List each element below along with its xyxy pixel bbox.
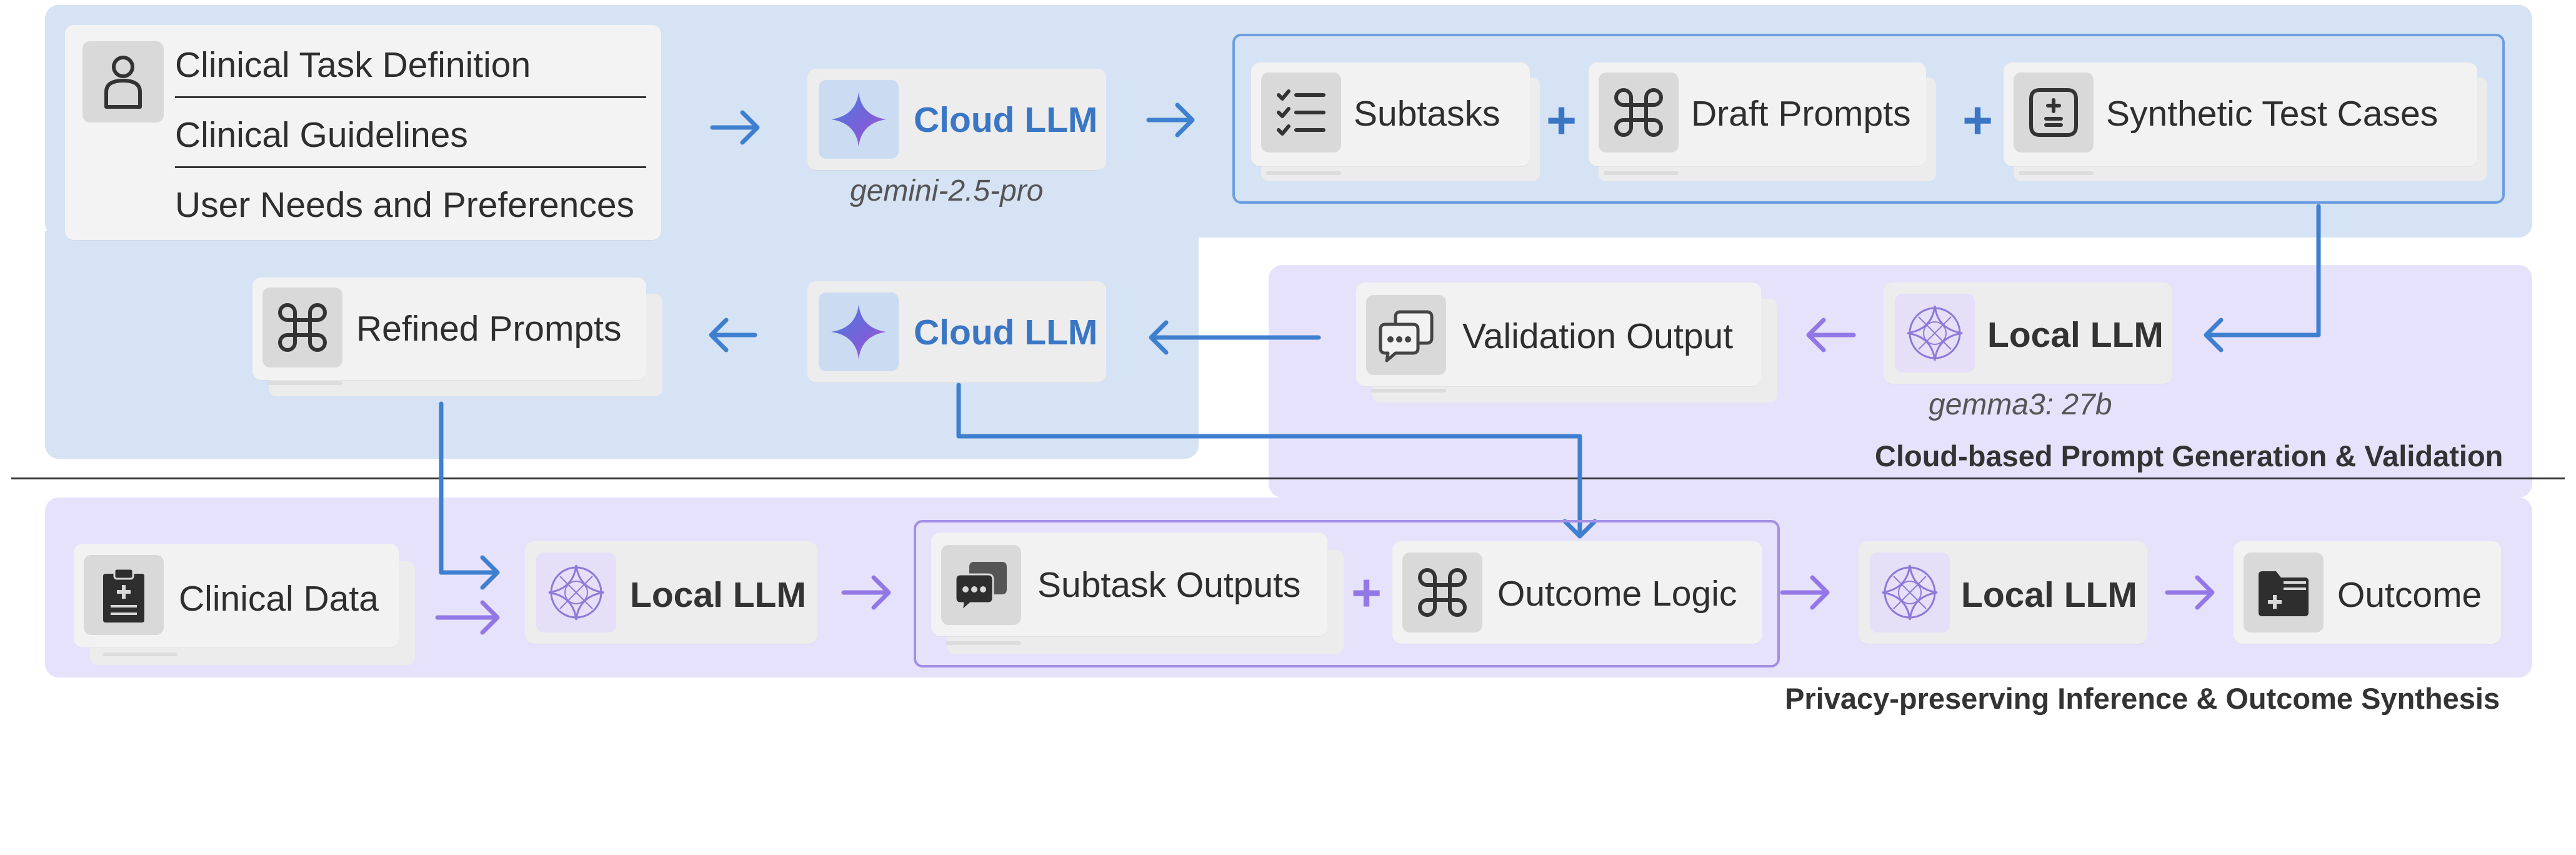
outcome-card: Outcome bbox=[2234, 541, 2501, 644]
outcome-logic-card: Outcome Logic bbox=[1392, 541, 1762, 644]
local-llm-model: gemma3: 27b bbox=[1929, 388, 2112, 421]
input-divider bbox=[175, 96, 646, 98]
arrow-local-llm-to-validation bbox=[1806, 318, 1856, 352]
sparkle-icon bbox=[819, 80, 899, 159]
clinical-data-card: Clinical Data bbox=[74, 544, 399, 656]
command-icon bbox=[1402, 552, 1482, 632]
local-llm-sparkle-icon bbox=[536, 552, 616, 632]
validation-output-label: Validation Output bbox=[1462, 316, 1734, 356]
validation-output-card: Validation Output bbox=[1356, 282, 1761, 392]
arrow-cloud-llm-to-group bbox=[1146, 102, 1195, 138]
subtask-outputs-card: Subtask Outputs bbox=[931, 532, 1327, 645]
local-llm-synthesis-node: Local LLM bbox=[1859, 541, 2147, 644]
cloud-llm-model: gemini-2.5-pro bbox=[850, 174, 1044, 208]
subtasks-card: Subtasks bbox=[1251, 62, 1530, 175]
clinical-data-label: Clinical Data bbox=[179, 579, 379, 619]
stack-indicator bbox=[2019, 171, 2094, 175]
checklist-icon bbox=[1261, 72, 1341, 152]
stack-indicator bbox=[1371, 389, 1446, 392]
sparkle-icon bbox=[819, 292, 899, 371]
refined-prompts-label: Refined Prompts bbox=[356, 309, 622, 349]
cloud-llm-node: Cloud LLM bbox=[807, 69, 1106, 170]
refined-prompts-card: Refined Prompts bbox=[252, 278, 646, 385]
local-llm-validation-label: Local LLM bbox=[1987, 315, 2164, 355]
command-icon bbox=[262, 288, 342, 368]
outcome-label: Outcome bbox=[2337, 575, 2482, 615]
subtasks-label: Subtasks bbox=[1354, 94, 1500, 134]
inputs-card: Clinical Task Definition Clinical Guidel… bbox=[65, 25, 661, 240]
clipboard-medical-icon bbox=[84, 555, 164, 635]
arrow-cloud-llm-to-refined bbox=[709, 318, 757, 352]
stack-indicator bbox=[1604, 171, 1679, 175]
input-user-needs: User Needs and Preferences bbox=[175, 185, 635, 225]
input-divider bbox=[175, 166, 646, 168]
input-clinical-task-definition: Clinical Task Definition bbox=[175, 45, 531, 85]
calculator-icon bbox=[2014, 72, 2094, 152]
local-llm-synthesis-label: Local LLM bbox=[1961, 575, 2137, 615]
synthesis-group bbox=[914, 520, 1780, 668]
plus-symbol: + bbox=[1351, 563, 1382, 622]
arrow-local-llm-to-outcome bbox=[2165, 575, 2215, 610]
stack-indicator bbox=[946, 641, 1021, 645]
test-cases-card: Synthetic Test Cases bbox=[2004, 62, 2477, 175]
cloud-section-caption: Cloud-based Prompt Generation & Validati… bbox=[1875, 439, 2504, 472]
arrow-data-to-local-llm bbox=[435, 600, 500, 635]
test-cases-label: Synthetic Test Cases bbox=[2106, 94, 2439, 134]
generation-output-group bbox=[1232, 34, 2505, 204]
local-llm-validation-node: Local LLM bbox=[1884, 282, 2172, 384]
arrow-group-to-local-llm bbox=[2204, 204, 2321, 352]
person-icon bbox=[82, 41, 164, 122]
local-llm-inference-node: Local LLM bbox=[525, 541, 817, 644]
local-llm-sparkle-icon bbox=[1870, 552, 1950, 632]
chat-bubbles-icon bbox=[1366, 295, 1446, 375]
local-llm-inference-label: Local LLM bbox=[630, 575, 806, 615]
cloud-llm-refine-label: Cloud LLM bbox=[914, 312, 1098, 352]
outcome-logic-label: Outcome Logic bbox=[1497, 574, 1737, 614]
plus-symbol: + bbox=[1546, 91, 1577, 149]
plus-symbol: + bbox=[1962, 91, 1994, 149]
arrow-validation-to-cloud-llm bbox=[1149, 320, 1321, 355]
subtask-outputs-label: Subtask Outputs bbox=[1037, 565, 1301, 605]
medical-folder-icon bbox=[2244, 552, 2324, 632]
command-icon bbox=[1599, 72, 1679, 152]
arrow-logic-to-local-llm bbox=[1780, 575, 1830, 610]
stack-indicator bbox=[102, 652, 177, 656]
arrow-refined-to-local-llm bbox=[439, 401, 500, 590]
input-clinical-guidelines: Clinical Guidelines bbox=[175, 115, 468, 155]
cloud-llm-refine-node: Cloud LLM bbox=[807, 281, 1106, 382]
local-llm-sparkle-icon bbox=[1895, 294, 1975, 372]
stack-indicator bbox=[267, 381, 342, 385]
cloud-llm-label: Cloud LLM bbox=[914, 100, 1098, 140]
stack-indicator bbox=[1266, 171, 1341, 175]
chat-bubbles-icon bbox=[941, 545, 1021, 625]
privacy-section-caption: Privacy-preserving Inference & Outcome S… bbox=[1785, 682, 2500, 715]
arrow-cloud-llm-to-outcome-logic bbox=[956, 382, 1597, 539]
draft-prompts-card: Draft Prompts bbox=[1589, 62, 1926, 175]
section-divider bbox=[11, 478, 2565, 479]
draft-prompts-label: Draft Prompts bbox=[1691, 94, 1911, 134]
arrow-inputs-to-cloud-llm bbox=[710, 110, 760, 145]
arrow-local-llm-to-subtasks bbox=[841, 575, 891, 610]
